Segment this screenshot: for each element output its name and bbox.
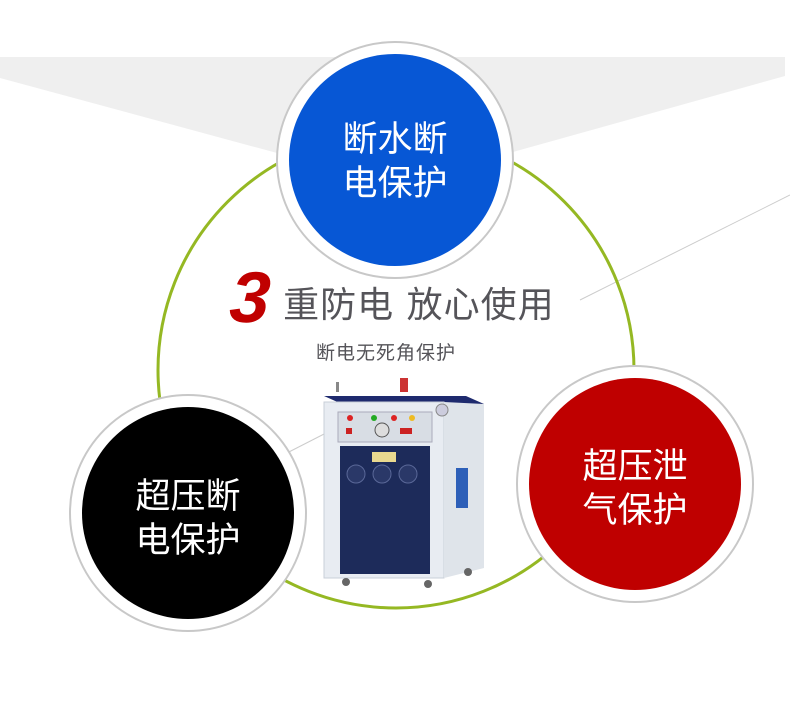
headline: 3 重防电 放心使用 (227, 258, 555, 338)
feature-label-line2: 电保护 (135, 521, 241, 561)
feature-label-line1: 断水断 (342, 120, 448, 160)
diagonal-line-right (579, 194, 790, 301)
feature-label-line1: 超压泄 (582, 447, 688, 487)
feature-label-line2: 气保护 (582, 491, 688, 531)
feature-label-line2: 电保护 (342, 164, 448, 204)
feature-label-overpressure-cut: 超压断 电保护 (123, 475, 253, 563)
diagonal-line-left (282, 431, 329, 456)
feature-label-overpressure-release: 超压泄 气保护 (570, 445, 700, 533)
headline-subtitle: 断电无死角保护 (316, 342, 457, 364)
feature-label-line1: 超压断 (135, 477, 241, 517)
steam-generator-image (323, 378, 484, 588)
headline-title: 重防电 放心使用 (283, 285, 555, 326)
feature-circle-water-cut (276, 41, 514, 279)
feature-circle-overpressure-cut (69, 394, 307, 632)
headline-number: 3 (227, 258, 273, 338)
feature-label-water-cut: 断水断 电保护 (330, 118, 460, 206)
feature-circle-overpressure-release (516, 365, 754, 603)
